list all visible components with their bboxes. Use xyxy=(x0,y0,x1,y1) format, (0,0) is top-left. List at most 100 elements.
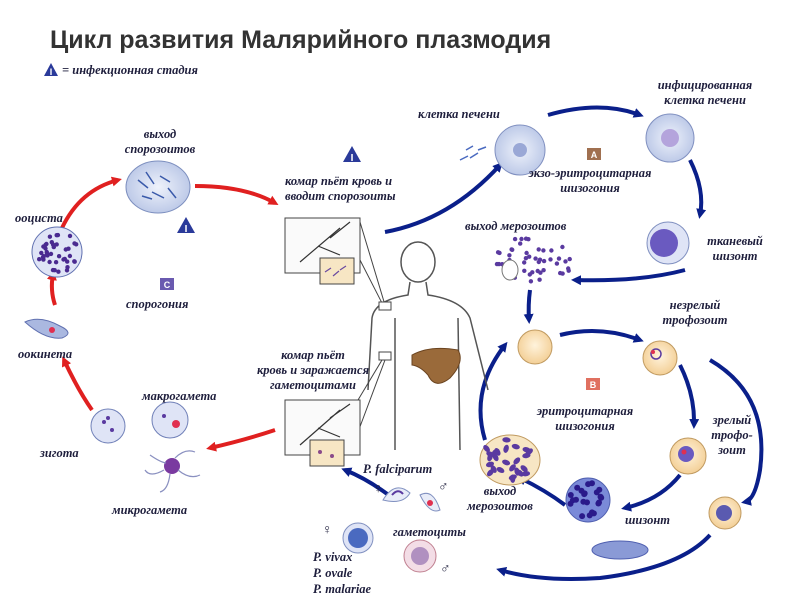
infective-badge-sporozoite-icon: I xyxy=(177,217,195,235)
parasite-dot xyxy=(585,481,592,488)
falciparum-male-gametocyte xyxy=(419,492,441,512)
liver-cell xyxy=(494,124,546,176)
parasite-dot xyxy=(584,499,590,506)
liver-organ xyxy=(411,347,461,384)
parasite-dot xyxy=(54,233,59,238)
svg-text:B: B xyxy=(590,380,597,390)
oocyst-cell xyxy=(31,226,83,278)
rbc-late-trophozoite xyxy=(708,496,742,530)
macrogamete-cell xyxy=(151,401,189,439)
arrow-schizont-to-merozoites xyxy=(571,268,686,286)
parasite-dot xyxy=(67,233,73,239)
arrow-ookinete-to-oocyst xyxy=(46,270,57,306)
parasite-dot xyxy=(511,443,520,450)
parasite-dot xyxy=(537,257,543,262)
arrow-zygote-to-ookinete xyxy=(62,356,94,412)
parasite-dot xyxy=(520,465,528,472)
parasite-dot xyxy=(525,448,533,455)
blood-merozoites xyxy=(483,437,533,483)
parasite-dot xyxy=(535,268,540,274)
sporozoites-entering xyxy=(459,145,487,161)
parasite-dot xyxy=(72,259,77,264)
parasite-dot xyxy=(512,236,518,242)
parasite-dot xyxy=(61,257,66,262)
parasite-dot xyxy=(566,266,571,271)
parasite-dot xyxy=(549,248,554,253)
parasite-dot xyxy=(37,257,42,262)
parasite-dot xyxy=(485,461,495,468)
rbc-immature-trophozoite xyxy=(642,340,678,376)
legend-badge-icon: I xyxy=(44,63,58,77)
label-schizont: шизонт xyxy=(625,513,670,527)
label-macrogamete: макрогамета xyxy=(142,389,217,403)
microgamete-cell xyxy=(144,450,201,493)
parasite-dot xyxy=(39,250,44,256)
parasite-dot xyxy=(533,256,538,261)
male-symbol-falciparum: ♂ xyxy=(438,480,449,495)
parasite-dot xyxy=(487,453,493,462)
parasite-dot xyxy=(524,250,529,256)
parasite-dot xyxy=(518,241,523,246)
parasite-dot xyxy=(554,261,560,266)
arrow-oocyst-to-sporozoites xyxy=(60,176,122,229)
parasite-dot xyxy=(56,269,61,274)
liver-merozoites xyxy=(494,236,572,284)
arrow-infected-to-schizont xyxy=(688,159,707,219)
parasite-dot xyxy=(48,251,54,257)
arrow-to-gametocytes xyxy=(496,533,712,581)
page-title: Цикл развития Малярийного плазмодия xyxy=(50,26,552,54)
infective-badge-icon: I xyxy=(343,146,361,164)
parasite-dot xyxy=(54,242,59,247)
legend-badge-text: I xyxy=(50,67,53,77)
ruptured-cell-fragment xyxy=(501,259,519,281)
blood-stage-badge-icon: B xyxy=(586,378,600,390)
parasite-dot xyxy=(573,496,579,503)
parasite-dot xyxy=(508,474,517,481)
parasite-dot xyxy=(556,256,562,261)
parasite-dot xyxy=(509,247,514,252)
arrow-immature-to-mature-a xyxy=(678,364,700,429)
parasite-dot xyxy=(67,253,73,259)
parasite-dot xyxy=(494,448,501,456)
parasite-dot xyxy=(541,248,546,253)
parasite-dot xyxy=(41,254,46,259)
label-liver-cell: клетка печени xyxy=(418,107,500,121)
parasite-dot xyxy=(516,469,524,477)
parasite-dot xyxy=(49,240,54,245)
label-microgamete: микрогамета xyxy=(112,503,188,517)
parasite-dot xyxy=(66,246,71,251)
parasite-dot xyxy=(47,259,52,265)
vivax-male-gametocyte xyxy=(403,539,437,573)
oocyst-dots xyxy=(37,232,79,274)
ookinete-cell xyxy=(24,318,69,339)
falciparum-female-gametocyte xyxy=(382,487,411,502)
parasite-dot xyxy=(513,457,521,465)
rbc-mature-trophozoite xyxy=(669,437,707,475)
parasite-dot xyxy=(494,261,500,267)
arrow-mature-outer xyxy=(708,358,764,506)
parasite-dot xyxy=(44,241,49,247)
elongated-gametocyte xyxy=(591,540,649,560)
rbc-uninfected xyxy=(517,329,553,365)
parasite-dot xyxy=(519,236,524,242)
parasite-dot xyxy=(536,247,541,252)
parasite-dot xyxy=(523,256,529,261)
liver-stage-badge-icon: A xyxy=(587,148,601,160)
label-sporogony: спорогония xyxy=(126,297,189,311)
parasite-dot xyxy=(522,260,527,265)
mosquito-infected-panel xyxy=(284,399,361,467)
parasite-dot xyxy=(72,241,77,246)
svg-text:I: I xyxy=(351,153,354,164)
parasite-dot xyxy=(65,259,70,264)
vivax-female-gametocyte xyxy=(342,522,374,554)
parasite-dot xyxy=(502,437,511,443)
arrow-mosquito-to-gametes xyxy=(206,428,276,452)
parasite-dot xyxy=(521,471,531,477)
